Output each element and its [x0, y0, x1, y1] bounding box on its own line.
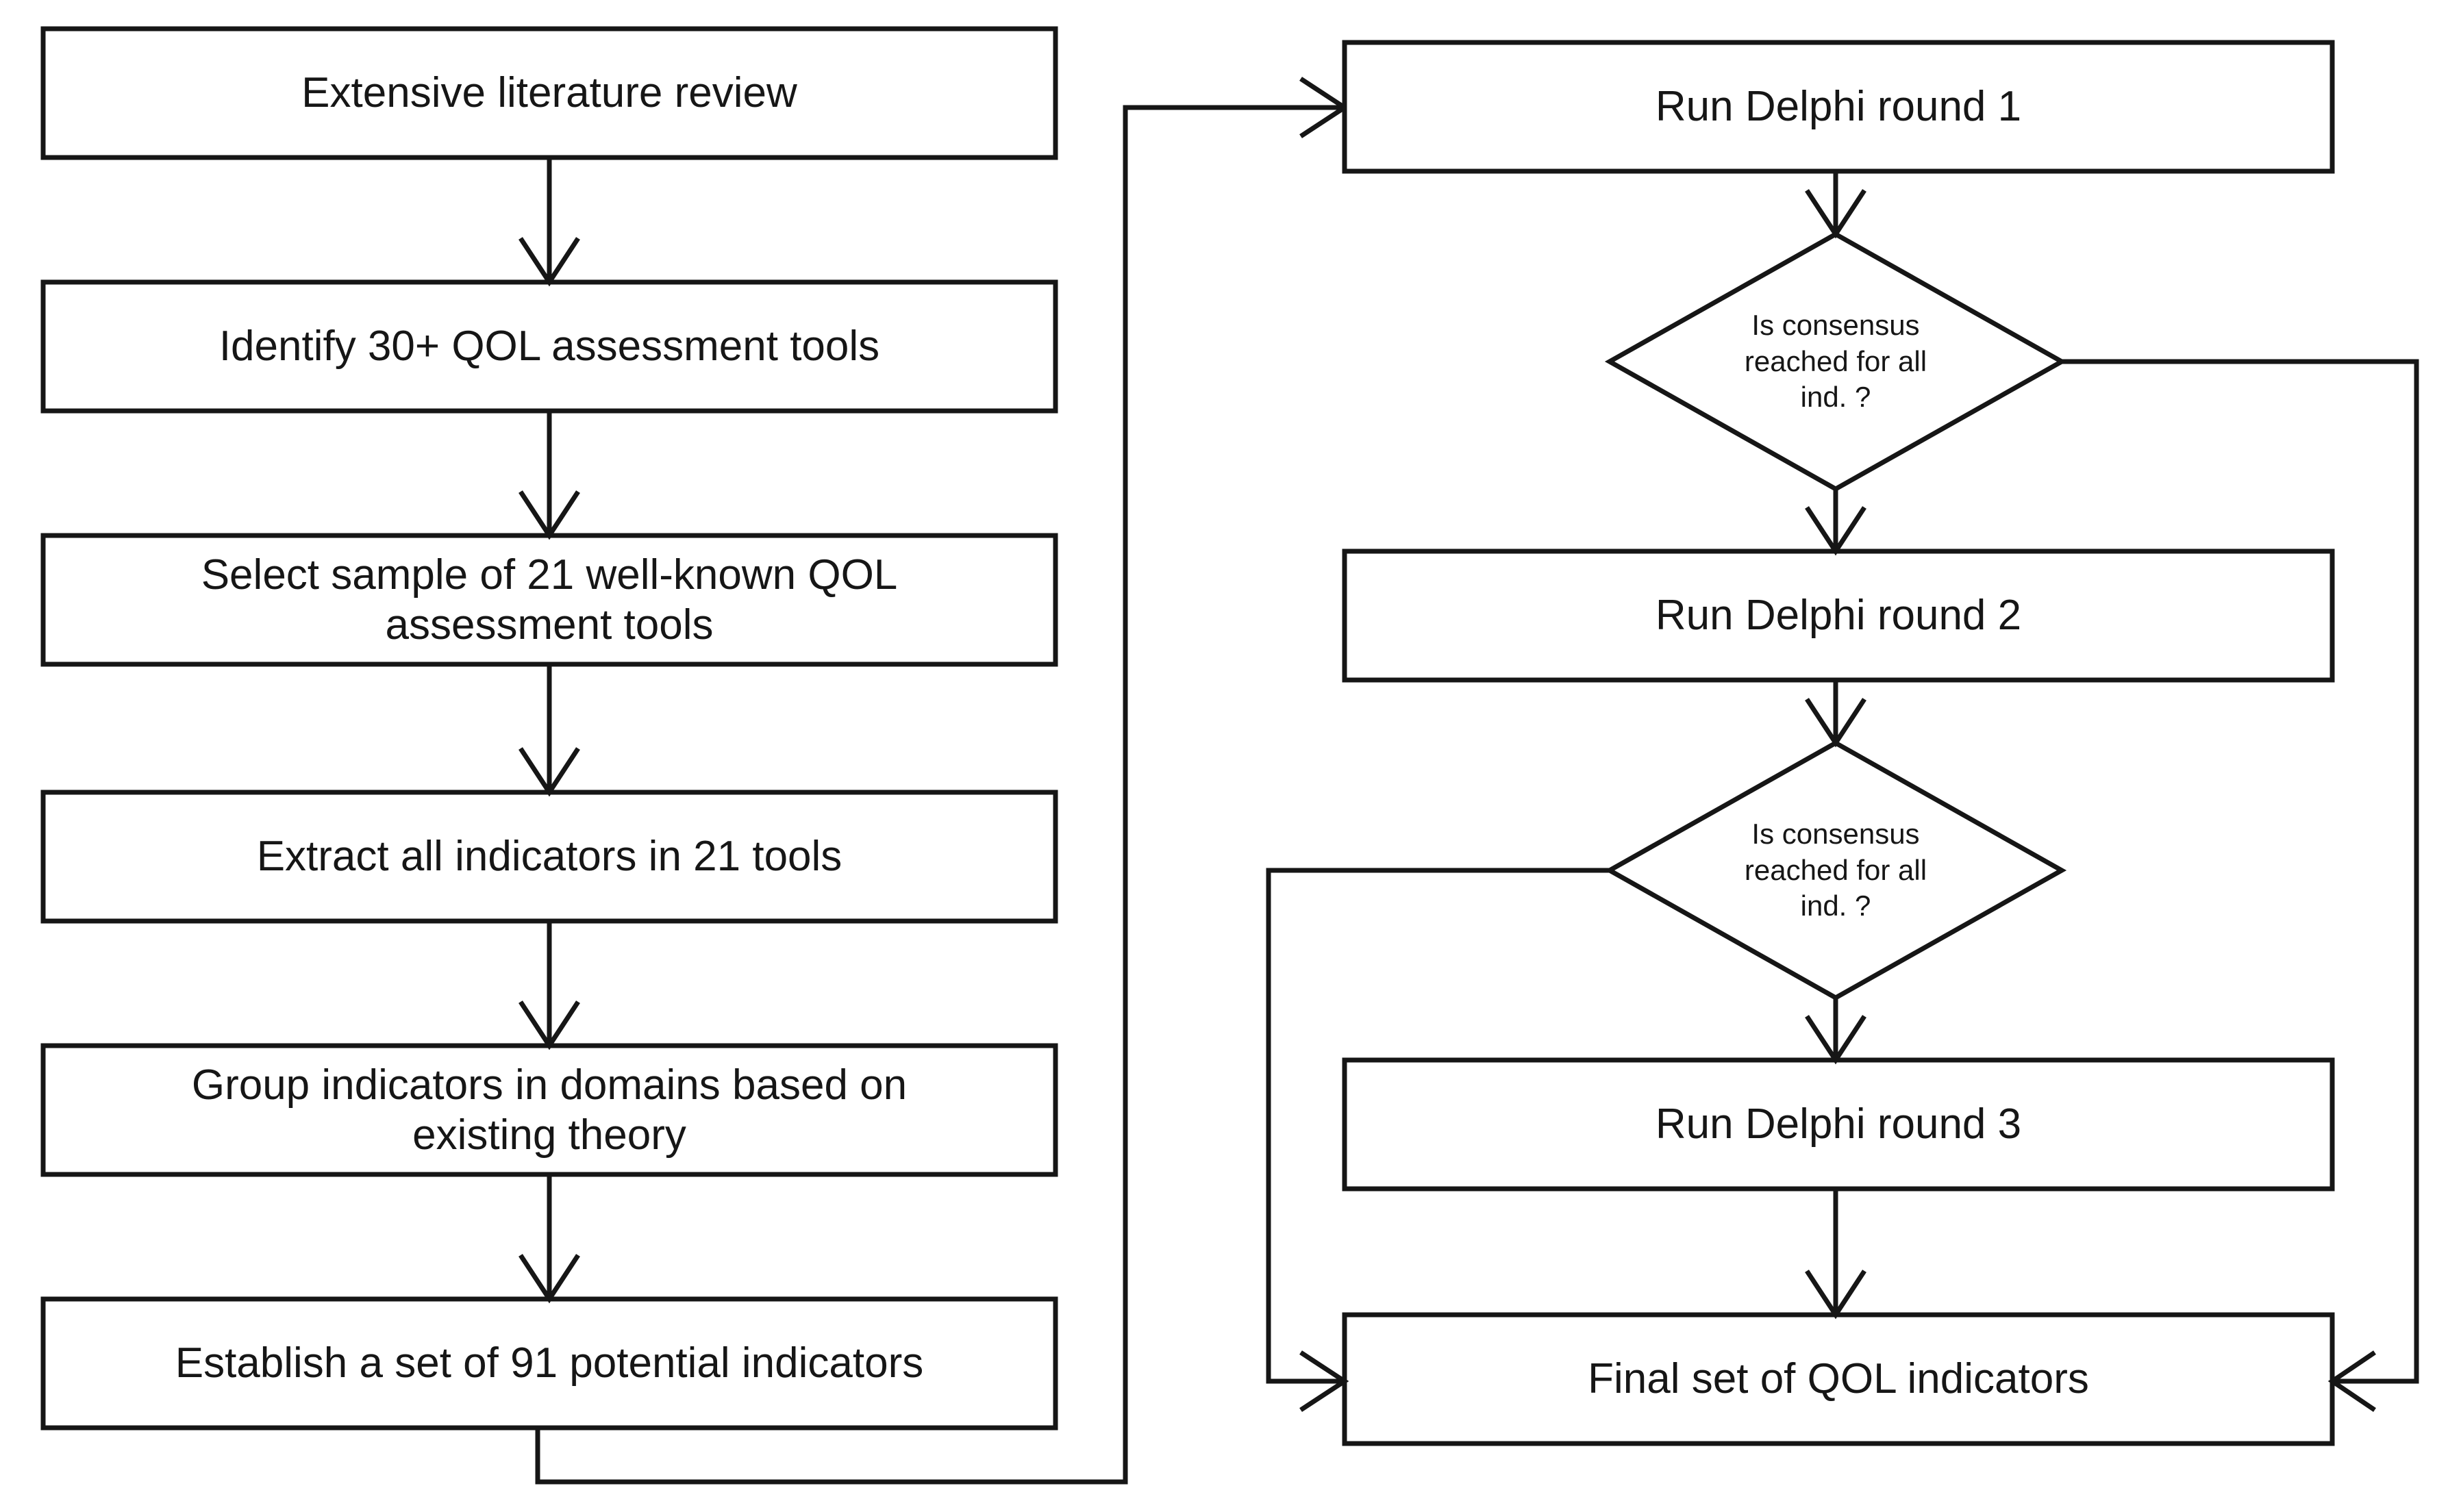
node-establish-set[interactable] — [40, 1296, 1058, 1431]
edge-n5-n6-arrowhead — [519, 1254, 580, 1304]
node-decision-consensus-2[interactable] — [1604, 740, 2067, 1001]
node-identify-tools[interactable] — [40, 279, 1058, 414]
edge-n9-n10-arrowhead — [1805, 1270, 1866, 1320]
node-run-delphi-round-3[interactable] — [1342, 1057, 2335, 1192]
edge-n4-n5-arrowhead — [519, 1000, 580, 1050]
node-extract-indicators[interactable] — [40, 790, 1058, 924]
node-decision-consensus-1[interactable] — [1604, 231, 2067, 492]
edge-d1-n10 — [2062, 359, 2419, 1384]
node-final-set-qol-indicators[interactable] — [1342, 1312, 2335, 1446]
edge-d2-n9-arrowhead — [1805, 1015, 1866, 1065]
node-run-delphi-round-1[interactable] — [1342, 40, 2335, 174]
edge-d1-n8-arrowhead — [1805, 506, 1866, 556]
edge-n7-d1-arrowhead — [1805, 189, 1866, 239]
edge-n3-n4-arrowhead — [519, 747, 580, 797]
edge-n6-n7 — [535, 105, 1342, 1485]
node-extensive-literature-review[interactable] — [40, 26, 1058, 160]
node-run-delphi-round-2[interactable] — [1342, 549, 2335, 683]
edge-n2-n3-arrowhead — [519, 490, 580, 540]
edge-d1-n10-arrowhead — [2327, 1350, 2376, 1412]
edge-n8-d2-arrowhead — [1805, 698, 1866, 748]
edge-d2-n10-arrowhead — [1299, 1350, 1349, 1412]
edge-d2-n10 — [1266, 868, 1610, 1384]
edge-n1-n2-arrowhead — [519, 237, 580, 287]
node-group-indicators[interactable] — [40, 1043, 1058, 1177]
node-select-sample[interactable] — [40, 533, 1058, 667]
